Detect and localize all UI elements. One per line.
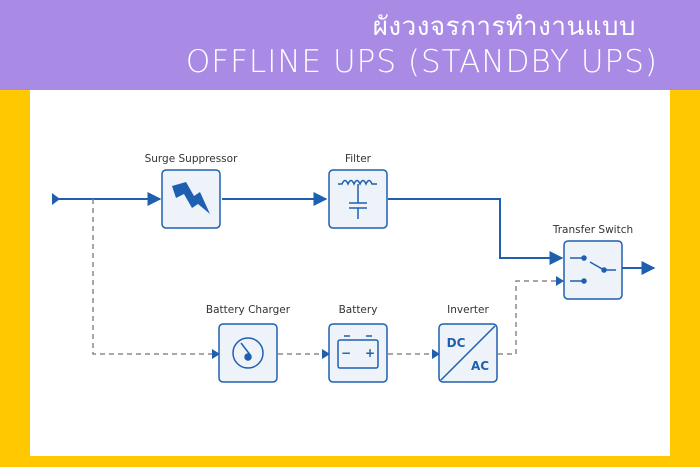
title-english: OFFLINE UPS (STANDBY UPS) [185, 44, 658, 80]
lightning-icon [172, 182, 210, 214]
backup-path-arrows [212, 276, 564, 359]
transfer-switch-label: Transfer Switch [552, 224, 633, 236]
gauge-icon [232, 337, 264, 369]
title-banner: ผังวงจรการทำงานแบบ OFFLINE UPS (STANDBY … [0, 0, 700, 90]
filter-block: Filter [328, 153, 388, 229]
switch-icon [570, 255, 616, 284]
transfer-switch-block: Transfer Switch [552, 224, 633, 300]
battery-block: Battery − + [328, 304, 388, 383]
surge-suppressor-block: Surge Suppressor [145, 153, 238, 229]
input-arrow [52, 193, 60, 205]
inverter-block: Inverter DC AC [438, 304, 498, 383]
surge-suppressor-label: Surge Suppressor [145, 153, 238, 165]
title-thai: ผังวงจรการทำงานแบบ [372, 12, 636, 42]
battery-charger-label: Battery Charger [206, 304, 291, 316]
battery-icon [337, 335, 379, 369]
inverter-ac-text: AC [471, 359, 489, 373]
filter-icon [338, 179, 377, 219]
inverter-divider [440, 325, 496, 381]
battery-positive: + [365, 346, 375, 360]
battery-label: Battery [339, 304, 378, 316]
backup-power-path [92, 199, 556, 355]
filter-label: Filter [345, 153, 372, 165]
inverter-label: Inverter [447, 304, 489, 316]
battery-negative: − [341, 346, 351, 360]
battery-charger-block: Battery Charger [206, 304, 291, 383]
inverter-dc-text: DC [447, 336, 466, 350]
main-power-path [56, 192, 656, 275]
